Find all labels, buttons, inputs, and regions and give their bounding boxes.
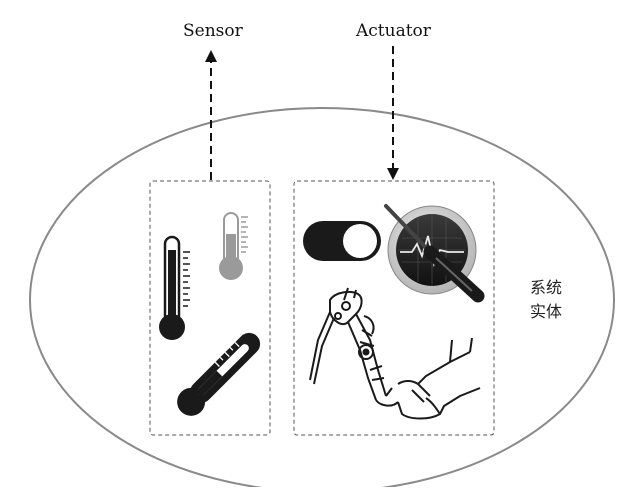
actuator-arrow <box>387 46 399 180</box>
sensor-arrow <box>205 50 217 180</box>
sensor-label: Sensor <box>183 21 243 41</box>
system-entity-ellipse <box>29 107 615 491</box>
sensor-box <box>149 180 271 436</box>
actuator-label: Actuator <box>356 21 431 41</box>
system-entity-label-line1: 系统 <box>529 278 562 297</box>
dark-thermometer-icon <box>159 235 190 340</box>
diagonal-thermometer-icon <box>177 332 261 416</box>
toggle-switch-icon <box>303 221 381 261</box>
gray-thermometer-icon <box>219 212 248 280</box>
exoskeleton-leg-icon <box>309 287 481 420</box>
monitor-screwdriver-icon <box>384 204 485 303</box>
system-entity-label: 系统 实体 <box>526 276 566 324</box>
system-entity-label-line2: 实体 <box>529 302 562 321</box>
actuator-box <box>293 180 495 436</box>
